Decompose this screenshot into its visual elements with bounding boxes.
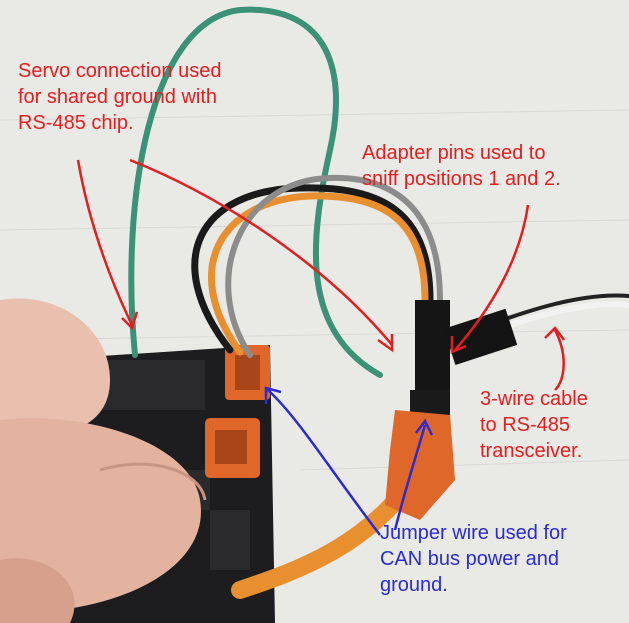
annotation-arrows-blue <box>264 386 434 536</box>
board-connector-lower <box>205 418 260 478</box>
arrow-servo-to-header <box>76 159 134 326</box>
adapter-annotation: Adapter pins used to sniff positions 1 a… <box>362 142 561 190</box>
arrowhead-servo-adapter <box>377 334 394 353</box>
arrow-adapter <box>454 204 530 351</box>
arrow-cable <box>553 329 565 391</box>
adapter-pins <box>410 300 450 418</box>
board-connector-upper <box>225 345 270 400</box>
arrow-jumper-to-plug <box>393 424 427 531</box>
arrow-jumper-to-board <box>267 389 381 536</box>
three-wire-cable-plug <box>443 308 518 365</box>
wire-bundle <box>128 6 629 599</box>
arrowhead-adapter <box>450 336 467 354</box>
jumper-annotation: Jumper wire used for CAN bus power and g… <box>380 522 567 596</box>
servo-annotation: Servo connection used for shared ground … <box>18 60 222 134</box>
arrowhead-jumper-plug <box>415 418 434 436</box>
cable-annotation: 3-wire cable to RS-485 transceiver. <box>480 388 588 462</box>
hand <box>0 298 207 623</box>
arrowhead-jumper-board <box>264 386 282 404</box>
arrowhead-servo <box>121 311 139 331</box>
arrowhead-cable <box>544 326 565 341</box>
arrow-servo-to-adapter <box>129 158 393 346</box>
jumper-plug <box>385 410 455 520</box>
annotation-arrows-red <box>76 158 565 391</box>
